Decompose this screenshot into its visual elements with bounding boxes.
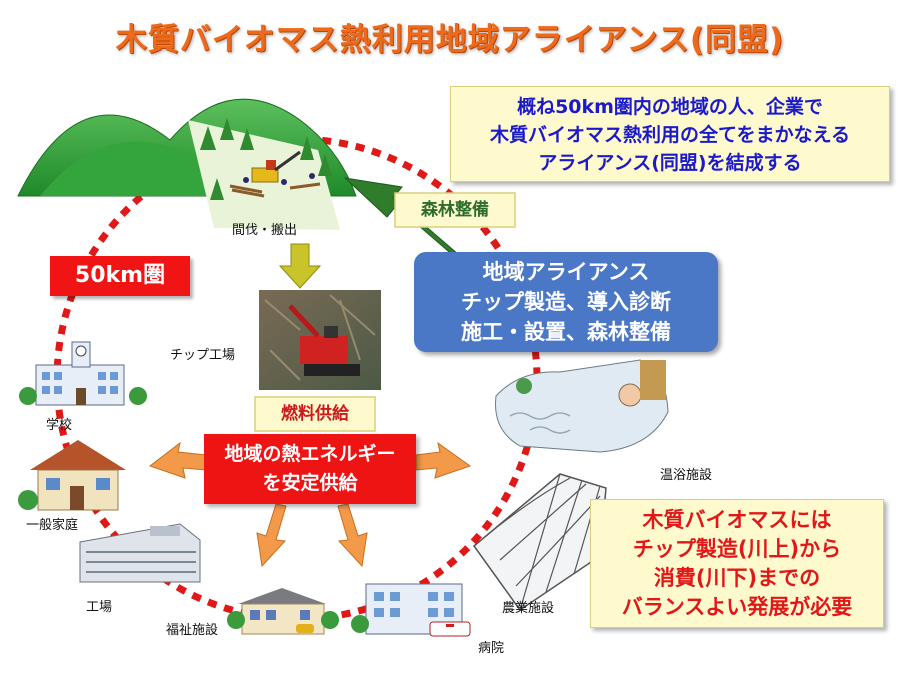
note-bottom-line-1: 木質バイオマスには — [642, 508, 832, 532]
house-icon — [18, 440, 126, 511]
heat-line-1: 地域の熱エネルギー — [224, 443, 396, 465]
alliance-line-3: 施工・設置、森林整備 — [461, 320, 671, 344]
caption-thinning: 間伐・搬出 — [232, 223, 298, 238]
caption-factory: 工場 — [86, 600, 113, 615]
hospital-icon — [351, 583, 471, 637]
forest-label-bg — [394, 192, 516, 228]
school-icon — [19, 341, 147, 406]
radius-label: 50km圏 — [50, 256, 190, 296]
onsen-icon — [495, 359, 669, 453]
heat-distribution-arrows — [148, 441, 472, 568]
forest-maintenance-label: 森林整備 — [421, 200, 489, 220]
caption-welfare: 福祉施設 — [166, 623, 219, 638]
note-top-line-1: 概ね50km圏内の地域の人、企業で — [517, 96, 823, 118]
heat-supply-box: 地域の熱エネルギー を安定供給 — [204, 434, 416, 504]
heat-line-2: を安定供給 — [262, 472, 358, 494]
chip-machine-photo — [259, 290, 381, 390]
greenhouse-icon — [472, 473, 607, 612]
alliance-line-2: チップ製造、導入診断 — [461, 290, 671, 314]
alliance-line-1: 地域アライアンス — [482, 260, 650, 284]
note-bottom-line-3: 消費(川下)までの — [653, 566, 821, 590]
forest-hill-icon — [17, 98, 357, 230]
welfare-building-icon — [227, 588, 339, 635]
factory-icon — [79, 523, 201, 583]
caption-hospital: 病院 — [478, 641, 505, 656]
note-top-line-3: アライアンス(同盟)を結成する — [538, 152, 802, 174]
supply-down-arrow — [278, 243, 322, 289]
caption-home: 一般家庭 — [26, 518, 79, 533]
note-bottom-line-4: バランスよい発展が必要 — [621, 595, 853, 619]
page-title: 木質バイオマス熱利用地域アライアンス(同盟) — [115, 22, 785, 58]
note-top-line-2: 木質バイオマス熱利用の全てをまかなえる — [489, 124, 851, 146]
balance-note: 木質バイオマスには チップ製造(川上)から 消費(川下)までの バランスよい発展… — [590, 499, 884, 628]
note-bottom-line-2: チップ製造(川上)から — [632, 537, 842, 561]
caption-agriculture: 農業施設 — [502, 601, 555, 616]
regional-alliance-box: 地域アライアンス チップ製造、導入診断 施工・設置、森林整備 — [414, 252, 718, 352]
caption-school: 学校 — [46, 418, 73, 433]
caption-chip-factory: チップ工場 — [170, 348, 236, 363]
fuel-label-bg — [254, 396, 376, 432]
caption-bath: 温浴施設 — [660, 468, 713, 483]
fuel-supply-label: 燃料供給 — [281, 404, 349, 424]
alliance-description-note: 概ね50km圏内の地域の人、企業で 木質バイオマス熱利用の全てをまかなえる アラ… — [450, 86, 890, 182]
